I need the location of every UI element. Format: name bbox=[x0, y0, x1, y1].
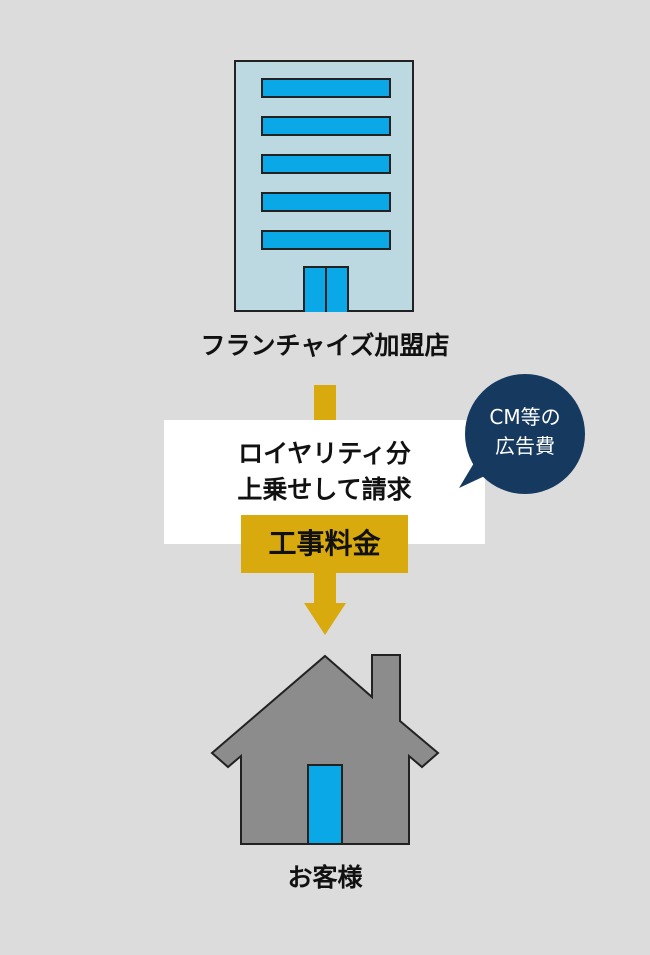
building-window bbox=[261, 230, 391, 250]
bubble-line-1: CM等の bbox=[489, 405, 561, 429]
building-door bbox=[303, 266, 349, 312]
building-window bbox=[261, 116, 391, 136]
building-window bbox=[261, 192, 391, 212]
fee-line-2: 上乗せして請求 bbox=[237, 475, 412, 504]
bubble-line-2: 広告費 bbox=[495, 434, 555, 458]
down-arrow-icon bbox=[304, 603, 346, 635]
building-window bbox=[261, 154, 391, 174]
fee-line-1: ロイヤリティ分 bbox=[238, 439, 411, 468]
speech-bubble-icon bbox=[459, 374, 585, 494]
house-door bbox=[307, 764, 343, 845]
building-window bbox=[261, 78, 391, 98]
customer-label: お客様 bbox=[287, 863, 363, 892]
franchise-label: フランチャイズ加盟店 bbox=[200, 331, 450, 360]
ad-cost-bubble-text: CM等の 広告費 bbox=[465, 403, 585, 461]
fee-description: ロイヤリティ分 上乗せして請求 bbox=[164, 436, 485, 508]
cost-badge: 工事料金 bbox=[241, 515, 408, 573]
house-icon bbox=[210, 654, 440, 845]
office-building-icon bbox=[234, 60, 414, 312]
